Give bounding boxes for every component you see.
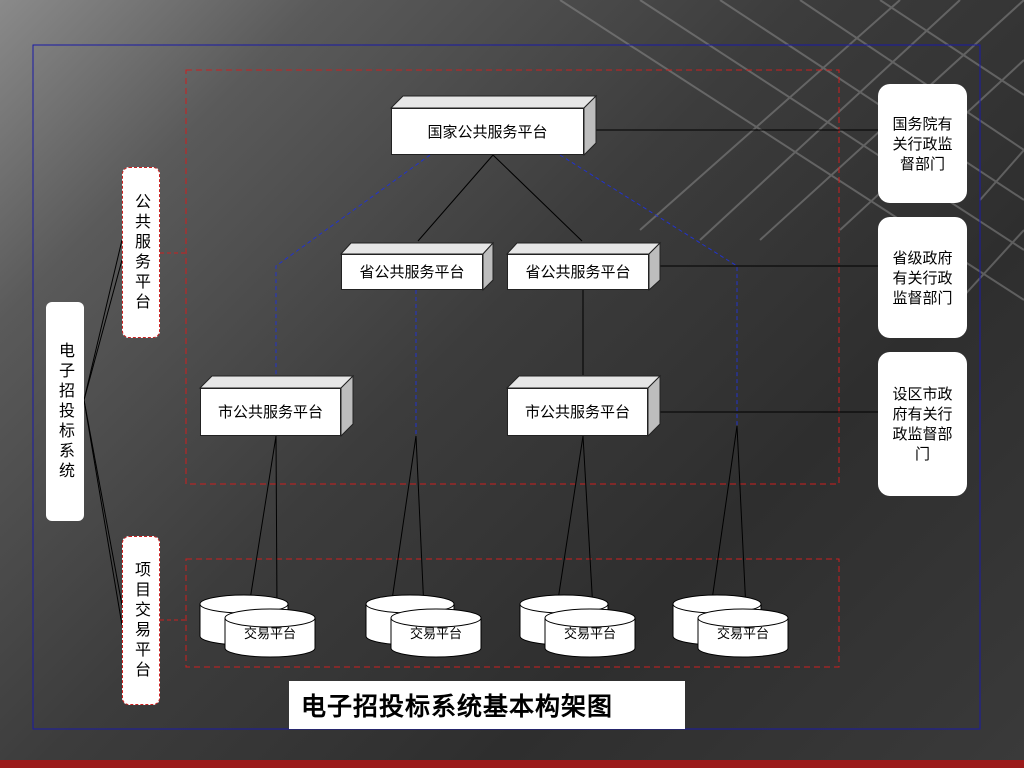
public-service-frame <box>185 69 840 485</box>
provincial-regulator: 省级政府有关行政监督部门 <box>878 217 967 338</box>
left-tree-lines <box>83 239 123 626</box>
group-connectors <box>160 252 186 621</box>
outer-frame <box>32 44 981 730</box>
trading-platform-label-4: 交易平台 <box>717 626 769 642</box>
trading-platform-label-3: 交易平台 <box>564 626 616 642</box>
public-service-group-label: 公共服务平台 <box>122 167 160 338</box>
province-platform-right: 省公共服务平台 <box>507 254 649 290</box>
project-trading-group-label: 项目交易平台 <box>122 536 160 705</box>
dashed-links <box>275 154 738 436</box>
city-regulator: 设区市政府有关行政监督部门 <box>878 352 967 496</box>
city-platform-right: 市公共服务平台 <box>507 388 648 436</box>
trading-platform-label-1: 交易平台 <box>244 626 296 642</box>
system-label: 电子招投标系统 <box>46 302 84 521</box>
trading-cylinders <box>199 594 789 658</box>
bottom-bar <box>0 760 1024 768</box>
box-depth-faces <box>198 94 662 438</box>
diagram-title: 电子招投标系统基本构架图 <box>289 681 685 729</box>
trading-platform-label-2: 交易平台 <box>410 626 462 642</box>
province-platform-left: 省公共服务平台 <box>341 254 483 290</box>
hierarchy-lines <box>249 129 878 611</box>
city-platform-left: 市公共服务平台 <box>200 388 341 436</box>
state-council-regulator: 国务院有关行政监督部门 <box>878 84 967 203</box>
national-platform: 国家公共服务平台 <box>391 108 584 155</box>
